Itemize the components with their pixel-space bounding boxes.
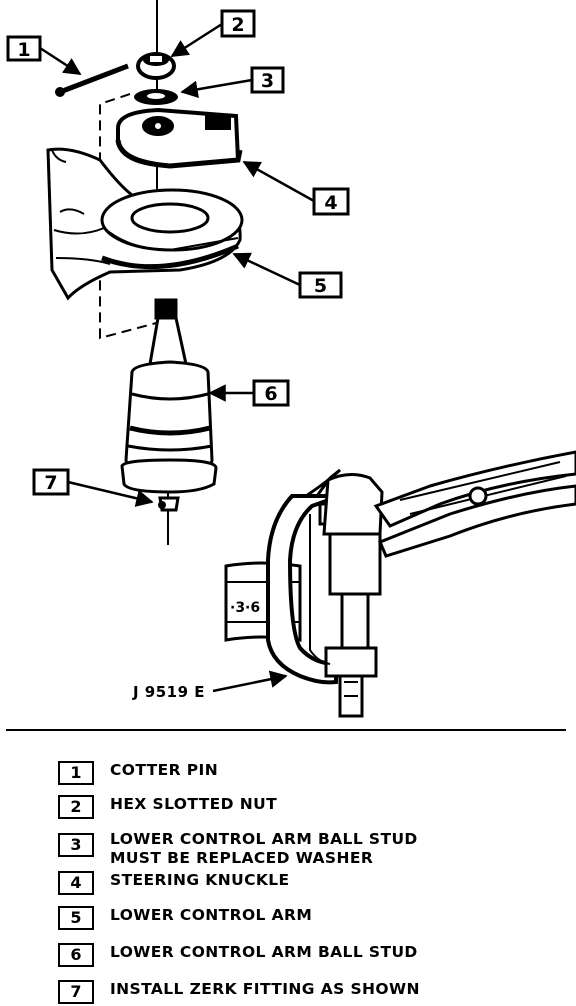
callout-2-label: 2 [231, 14, 244, 36]
callout-1-label: 1 [17, 39, 30, 61]
section-divider [6, 729, 566, 731]
legend-number-box: 2 [58, 795, 94, 819]
leader-lines [39, 22, 315, 693]
svg-text:·3·6: ·3·6 [230, 600, 260, 616]
legend-text: INSTALL ZERK FITTING AS SHOWN [110, 980, 420, 998]
exploded-view-diagram: ·3·6 1 2 3 4 [6, 0, 576, 718]
zerk-fitting [158, 496, 180, 512]
legend-text: LOWER CONTROL ARM BALL STUD MUST BE REPL… [110, 830, 418, 867]
steering-knuckle [115, 107, 243, 169]
legend-text: STEERING KNUCKLE [110, 871, 290, 889]
legend-number-box: 6 [58, 943, 94, 967]
legend-text: HEX SLOTTED NUT [110, 795, 278, 813]
legend-item-1: 1 COTTER PIN [58, 761, 218, 785]
callout-2: 2 [220, 9, 256, 38]
legend-item-2: 2 HEX SLOTTED NUT [58, 795, 277, 819]
ball-stud [120, 298, 218, 494]
legend-item-3: 3 LOWER CONTROL ARM BALL STUD MUST BE RE… [58, 830, 418, 868]
callout-7-label: 7 [44, 472, 57, 494]
tool-label: J 9519 E [132, 683, 205, 701]
hex-slotted-nut [136, 52, 176, 80]
callout-4: 4 [312, 187, 350, 216]
callout-3: 3 [250, 66, 285, 94]
legend-text: COTTER PIN [110, 761, 219, 779]
legend-item-6: 6 LOWER CONTROL ARM BALL STUD [58, 943, 418, 967]
legend-text: LOWER CONTROL ARM BALL STUD [110, 943, 418, 961]
callout-7: 7 [32, 468, 70, 496]
legend-text: LOWER CONTROL ARM [110, 906, 313, 924]
callout-4-label: 4 [324, 192, 337, 214]
j9519e-press-tool: ·3·6 [224, 450, 576, 718]
callout-5-label: 5 [314, 275, 327, 297]
washer [134, 89, 178, 105]
legend-number-box: 1 [58, 761, 94, 785]
legend-number-box: 5 [58, 906, 94, 930]
legend-item-5: 5 LOWER CONTROL ARM [58, 906, 312, 930]
legend-number-box: 4 [58, 871, 94, 895]
cotter-pin [55, 63, 131, 97]
callout-6: 6 [252, 379, 290, 407]
legend-number-box: 3 [58, 833, 94, 857]
callout-3-label: 3 [261, 70, 274, 92]
callout-1: 1 [6, 35, 42, 62]
callout-5: 5 [298, 271, 343, 299]
lower-control-arm [46, 147, 244, 301]
legend-item-4: 4 STEERING KNUCKLE [58, 871, 290, 895]
callout-6-label: 6 [264, 383, 277, 405]
legend-item-7: 7 INSTALL ZERK FITTING AS SHOWN [58, 980, 420, 1004]
legend-number-box: 7 [58, 980, 94, 1004]
